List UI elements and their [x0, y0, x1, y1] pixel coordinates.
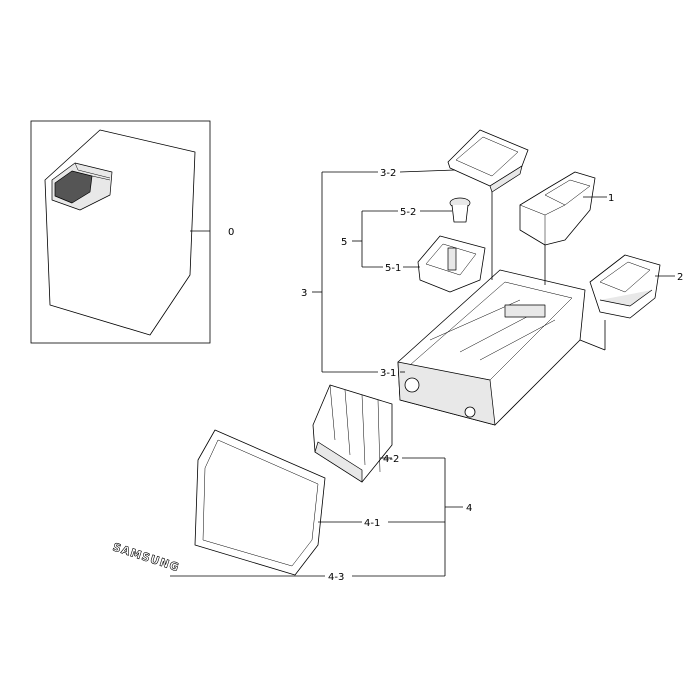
part-4-3-logo: SAMSUNG: [111, 540, 182, 574]
leader-lines: [170, 169, 675, 577]
label-3-2: 3-2: [380, 168, 396, 179]
label-4-1: 4-1: [364, 518, 380, 529]
label-4-3: 4-3: [328, 572, 344, 583]
part-labels: 0 1 2 3 3-1 3-2 4 4-1 4-2 4-3 5 5-1 5-2: [228, 168, 683, 583]
samsung-logo: SAMSUNG: [111, 540, 181, 574]
label-2: 2: [677, 272, 683, 283]
part-5-1-insert: [417, 235, 486, 293]
label-4: 4: [466, 503, 472, 514]
label-3-1: 3-1: [380, 368, 396, 379]
label-5: 5: [341, 237, 347, 248]
label-5-1: 5-1: [385, 263, 401, 274]
part-4-2-compartments: [312, 384, 393, 483]
washer-cabinet: [44, 129, 196, 336]
label-1: 1: [608, 193, 614, 204]
label-0: 0: [228, 227, 234, 238]
label-5-2: 5-2: [400, 207, 416, 218]
assembly-overview: [30, 120, 211, 344]
part-4-1-panel: [194, 429, 326, 576]
overview-frame: [30, 120, 211, 344]
part-3-1-housing: [397, 269, 586, 426]
part-1-compartment: [519, 171, 596, 246]
part-2-compartment: [589, 254, 661, 319]
part-3-2-tray: [447, 129, 529, 193]
overview-drawer-face: [54, 170, 93, 204]
label-3: 3: [301, 288, 307, 299]
part-5-2-cap: [449, 197, 471, 223]
label-4-2: 4-2: [383, 454, 399, 465]
